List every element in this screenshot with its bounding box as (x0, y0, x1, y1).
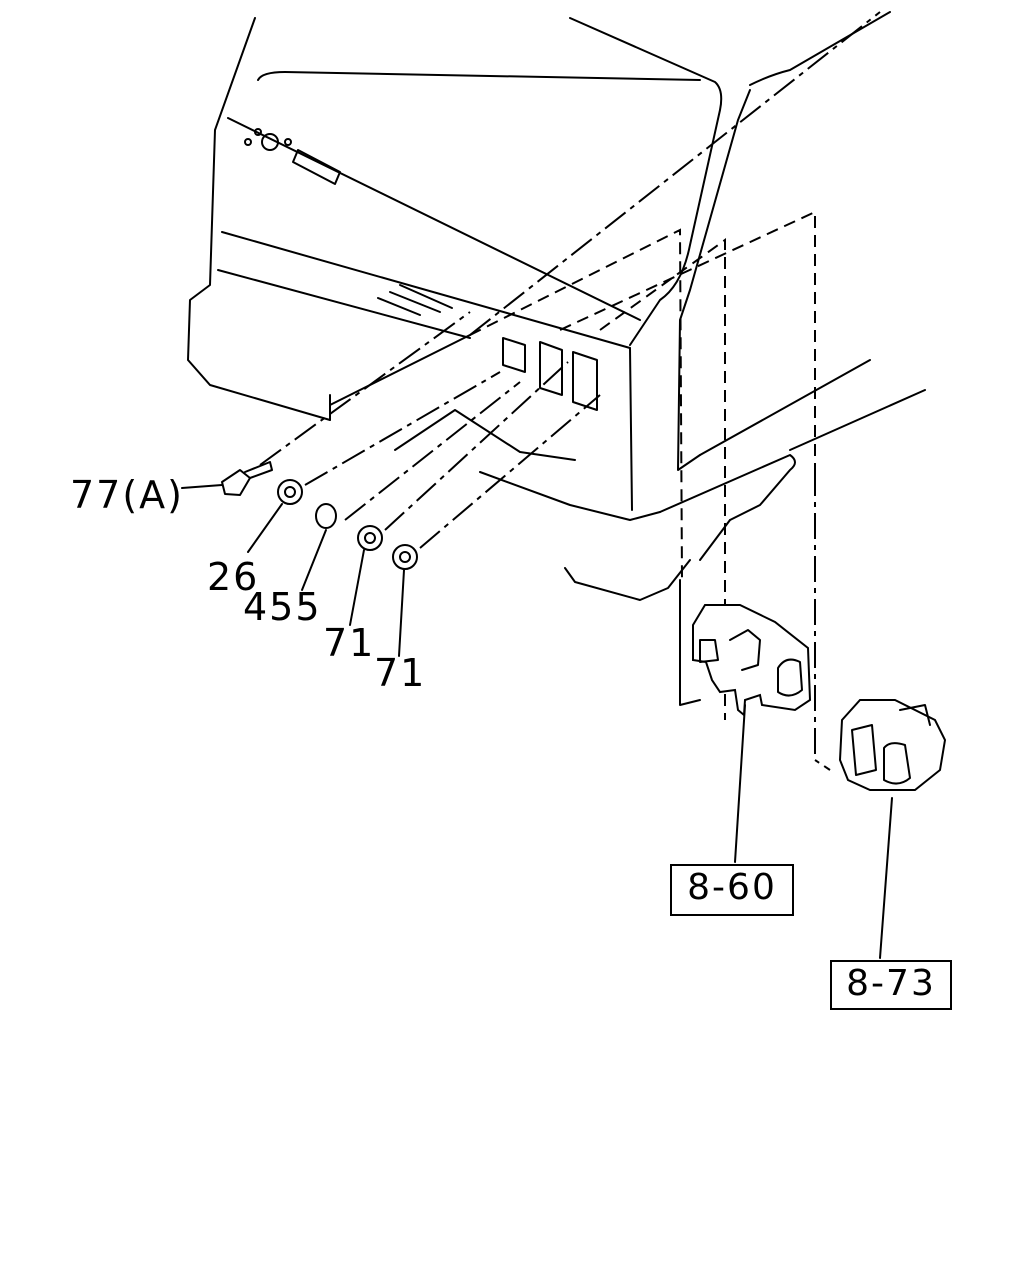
nut-26 (247, 479, 303, 553)
unit-8-73 (838, 699, 947, 959)
callout-26: 26 (207, 555, 260, 599)
guide-lines (259, 11, 881, 771)
nut-71-lower (392, 544, 418, 657)
cab-body (187, 11, 926, 601)
nut-71-upper (349, 525, 383, 626)
reference-box-8-60[interactable]: 8-60 (670, 864, 794, 916)
callout-455: 455 (243, 585, 322, 629)
bolt-77a (181, 461, 273, 496)
unit-8-60 (692, 604, 812, 863)
callout-71-lower: 71 (374, 651, 427, 695)
callout-77a: 77(A) (70, 473, 184, 517)
plug-455 (301, 503, 337, 591)
reference-box-8-73[interactable]: 8-73 (830, 960, 952, 1010)
callout-71-upper: 71 (323, 621, 376, 665)
